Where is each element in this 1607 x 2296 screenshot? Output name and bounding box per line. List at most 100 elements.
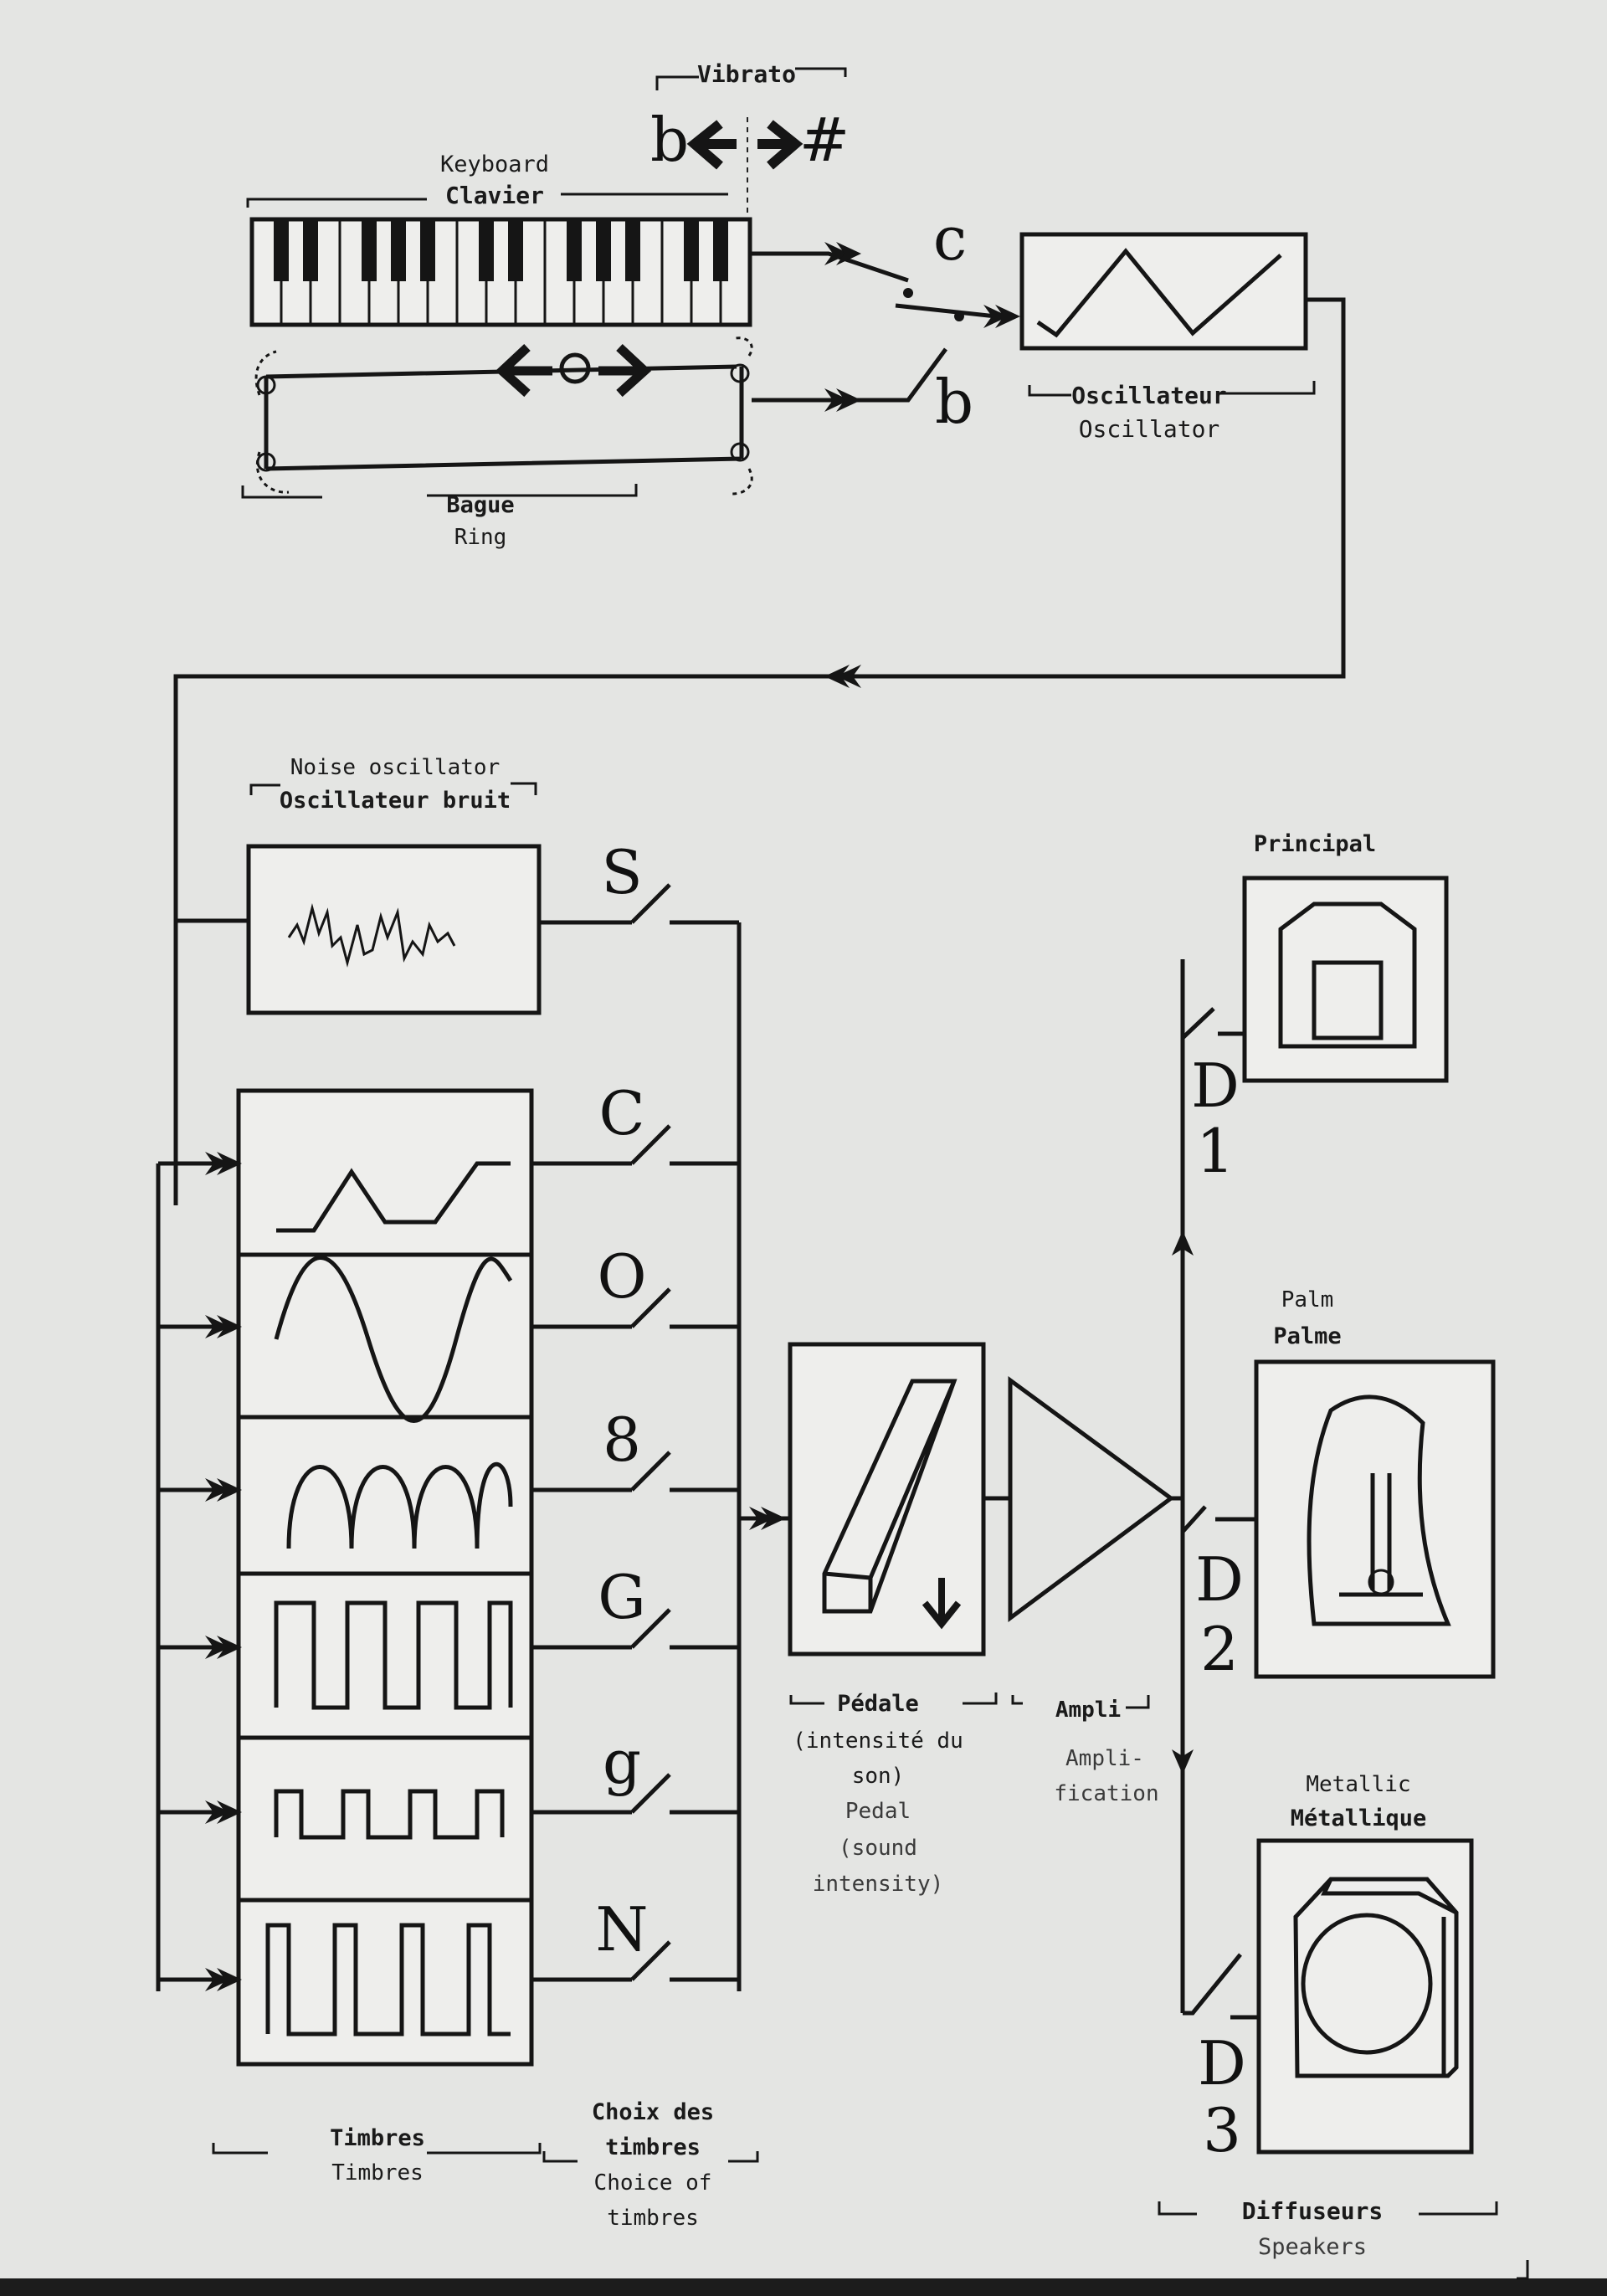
timbre-switch-label: G xyxy=(598,1562,646,1632)
amplifier-triangle-icon xyxy=(983,1376,1183,1622)
pedal-section: Pédale (intensité du son) Pedal (sound i… xyxy=(788,1342,998,1897)
black-key[interactable] xyxy=(420,221,435,281)
timbre-switch-label: O xyxy=(597,1241,646,1312)
black-key[interactable] xyxy=(596,221,611,281)
d1-label: D xyxy=(1191,1050,1240,1121)
timbre-switch-label: 8 xyxy=(603,1405,641,1475)
pulse-wave-icon xyxy=(265,1923,511,2037)
ring-section: Bague Ring xyxy=(241,336,753,550)
d2-label: D xyxy=(1195,1544,1244,1615)
input-selector: c b xyxy=(752,203,1020,437)
keyboard-section: Keyboard Clavier xyxy=(246,152,752,327)
black-key[interactable] xyxy=(274,221,289,281)
pedal-line6: intensity) xyxy=(813,1872,944,1897)
speakers-section: Principal D 1 Palm Palme D 2 Metallic Mé… xyxy=(1158,831,1529,2280)
timbre-switch-label: C xyxy=(598,1078,644,1148)
noise-oscillator-box xyxy=(246,844,542,1015)
black-key[interactable] xyxy=(713,221,728,281)
square-wave-icon xyxy=(274,1600,513,1710)
timbre-switch[interactable] xyxy=(531,1451,739,1492)
page-edge xyxy=(0,2278,1607,2296)
sine-wave-icon xyxy=(274,1256,513,1423)
keyboard-label-fr: Clavier xyxy=(445,182,544,209)
keyboard[interactable] xyxy=(249,217,752,327)
down-arrow-icon xyxy=(922,1578,962,1630)
timbre-section: Timbres Timbres xyxy=(212,1088,542,2186)
d3-num: 3 xyxy=(1203,2095,1241,2165)
timbre-switch[interactable] xyxy=(531,1940,739,1982)
keyboard-label-en: Keyboard xyxy=(440,152,549,177)
ring-label-fr: Bague xyxy=(446,492,514,518)
metallic-label-en: Metallic xyxy=(1306,1772,1410,1797)
black-key[interactable] xyxy=(479,221,494,281)
ring-label-en: Ring xyxy=(454,525,507,550)
palm-label-en: Palm xyxy=(1281,1287,1334,1312)
switch-b-label: b xyxy=(935,367,973,437)
choice-line3: Choice of xyxy=(594,2170,712,2196)
choice-line1: Choix des xyxy=(592,2099,714,2125)
black-key[interactable] xyxy=(303,221,318,281)
timbre-switch-label: S xyxy=(601,837,642,907)
metallic-speaker[interactable] xyxy=(1256,1838,1474,2155)
sharp-symbol: # xyxy=(799,105,850,175)
timbre-switch[interactable] xyxy=(539,883,739,925)
ampli-line2: Ampli- xyxy=(1065,1746,1144,1771)
d1-num: 1 xyxy=(1196,1116,1235,1186)
speakers-label-en: Speakers xyxy=(1258,2234,1367,2260)
oscillator-box xyxy=(1019,232,1308,351)
ampli-section: Ampli Ampli- fication xyxy=(983,959,1194,2013)
metallic-speaker-icon xyxy=(1293,1877,1459,2078)
up-arrow-icon xyxy=(1172,1230,1194,1256)
choice-line4: timbres xyxy=(607,2206,699,2231)
oscillator-section: Oscillateur Oscillator xyxy=(156,232,1346,1991)
vibrato-label: Vibrato xyxy=(697,60,796,88)
pedal-icon[interactable] xyxy=(822,1379,958,1614)
timbres-label-en: Timbres xyxy=(331,2160,424,2186)
pedal-line2: (intensité du xyxy=(793,1728,963,1754)
down-arrow-icon xyxy=(1172,1749,1194,1775)
gong-icon xyxy=(1301,1913,1433,2055)
noise-wave-icon xyxy=(287,903,456,968)
triangle-wave-icon xyxy=(1036,248,1282,338)
keyboard-keys xyxy=(274,219,728,325)
metallic-label-fr: Métallique xyxy=(1291,1805,1427,1831)
timbre-switch[interactable] xyxy=(531,1287,739,1329)
d3-label: D xyxy=(1198,2028,1246,2098)
oscillator-label-en: Oscillator xyxy=(1079,415,1220,443)
black-key[interactable] xyxy=(362,221,377,281)
black-key[interactable] xyxy=(567,221,582,281)
timbre-switch[interactable] xyxy=(531,1773,739,1815)
ring-slide-arrows-icon xyxy=(495,343,652,398)
black-key[interactable] xyxy=(684,221,699,281)
choice-labels: Choix des timbres Choice of timbres xyxy=(542,2099,759,2231)
flat-symbol: b xyxy=(650,105,689,175)
noise-section: Noise oscillator Oscillateur bruit xyxy=(246,755,542,1015)
black-key[interactable] xyxy=(625,221,640,281)
rectified-sine-wave-icon xyxy=(286,1461,513,1549)
principal-speaker-icon xyxy=(1278,901,1417,1049)
pedal-line1: Pédale xyxy=(837,1691,919,1717)
pedal-line3: son) xyxy=(852,1764,905,1789)
vibrato-arrows-icon xyxy=(686,120,804,170)
narrow-pulse-wave-icon xyxy=(274,1789,505,1840)
d2-num: 2 xyxy=(1200,1614,1239,1684)
noise-label-en: Noise oscillator xyxy=(290,755,500,780)
switch-c-label: c xyxy=(933,203,967,274)
timbres-label-fr: Timbres xyxy=(330,2125,425,2151)
timbre-switch[interactable] xyxy=(531,1124,739,1166)
timbre-switch-label: g xyxy=(603,1727,641,1797)
black-key[interactable] xyxy=(508,221,523,281)
choice-line2: timbres xyxy=(605,2134,701,2160)
principal-label: Principal xyxy=(1254,831,1376,857)
timbre-boxes xyxy=(236,1088,534,2067)
ring-icon[interactable] xyxy=(559,352,591,384)
timbre-switch-label: N xyxy=(596,1894,649,1965)
ampli-line3: fication xyxy=(1054,1781,1158,1806)
speakers-label-fr: Diffuseurs xyxy=(1242,2197,1384,2225)
black-key[interactable] xyxy=(391,221,406,281)
timbre-switch[interactable] xyxy=(531,1608,739,1650)
oscillator-label-fr: Oscillateur xyxy=(1071,382,1226,409)
pedal-line5: (sound xyxy=(839,1836,917,1861)
